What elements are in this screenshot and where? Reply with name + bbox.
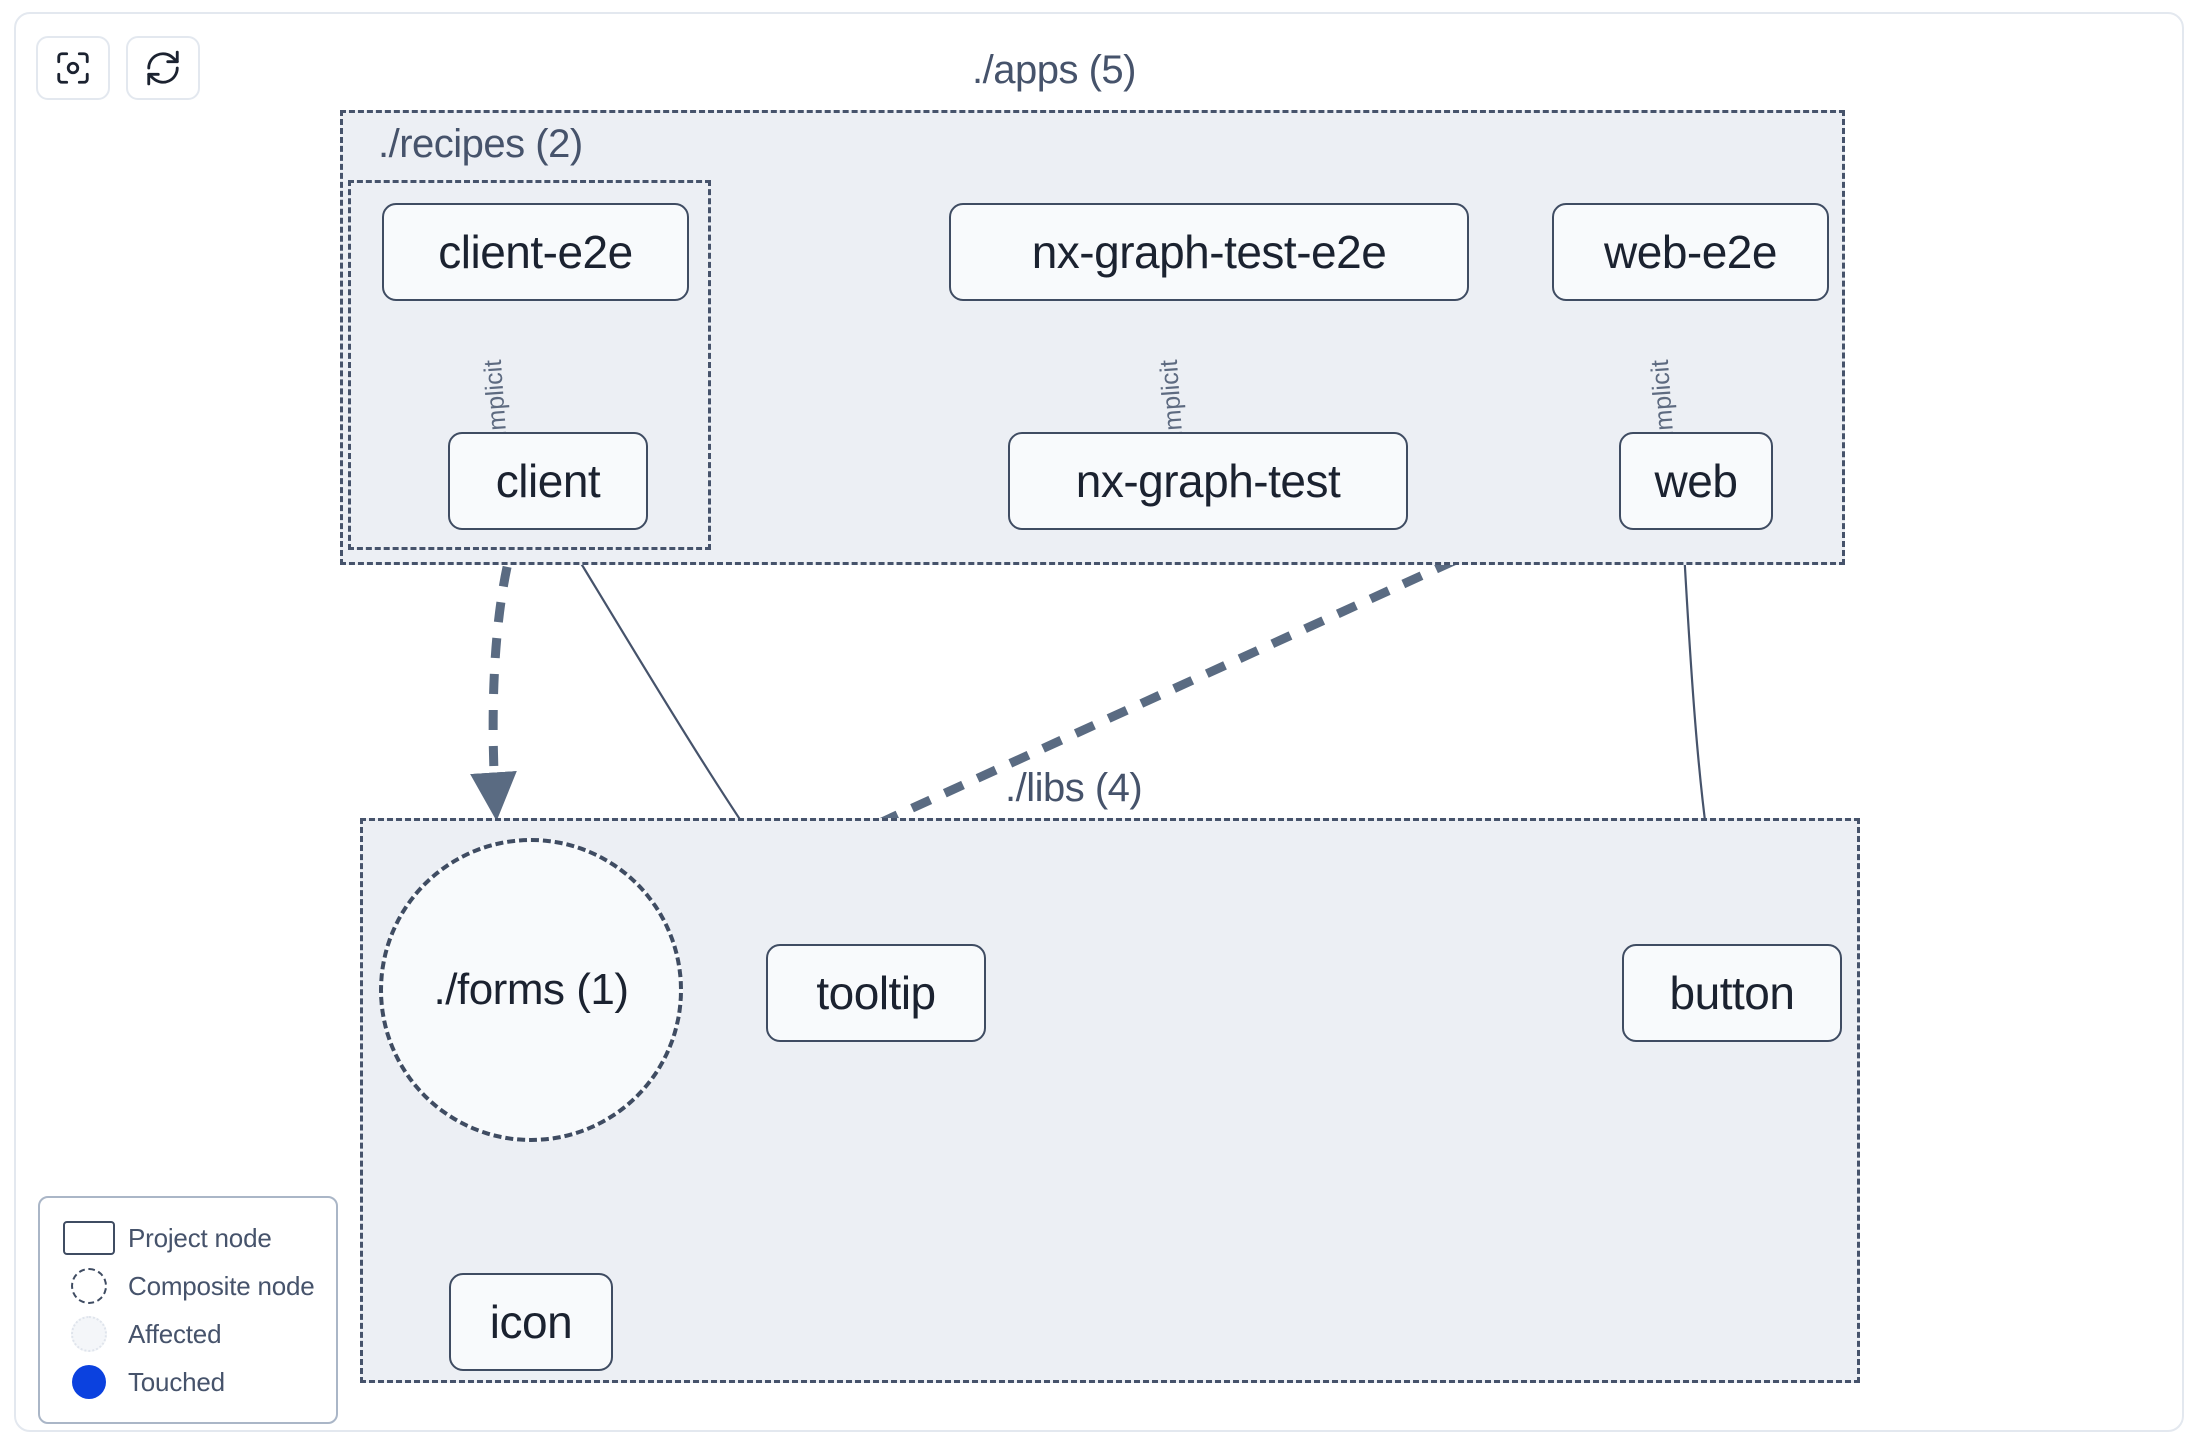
project-node-label: nx-graph-test-e2e — [1031, 226, 1387, 278]
project-node-label: web-e2e — [1604, 226, 1777, 278]
legend-label: Project node — [128, 1222, 272, 1253]
project-node-client[interactable]: client — [448, 432, 648, 530]
edge-client-to-forms — [470, 530, 521, 821]
project-node-nx-graph-test[interactable]: nx-graph-test — [1008, 432, 1408, 530]
composite-node-swatch — [58, 1268, 120, 1304]
project-node-icon[interactable]: icon — [449, 1273, 613, 1371]
focus-target-icon — [54, 49, 92, 87]
graph-legend: Project node Composite node Affected Tou… — [38, 1196, 338, 1424]
touched-swatch — [58, 1365, 120, 1399]
project-node-label: icon — [489, 1296, 573, 1348]
legend-item-composite-node: Composite node — [58, 1262, 318, 1310]
project-node-label: web — [1654, 455, 1738, 507]
project-node-button[interactable]: button — [1622, 944, 1842, 1042]
legend-label: Touched — [128, 1366, 225, 1397]
focus-graph-button[interactable] — [36, 36, 110, 100]
legend-item-touched: Touched — [58, 1358, 318, 1406]
legend-label: Affected — [128, 1318, 222, 1349]
project-node-web-e2e[interactable]: web-e2e — [1552, 203, 1829, 301]
graph-toolbar — [36, 36, 200, 100]
affected-swatch — [58, 1316, 120, 1352]
project-node-label: tooltip — [816, 967, 936, 1019]
refresh-graph-button[interactable] — [126, 36, 200, 100]
project-node-client-e2e[interactable]: client-e2e — [382, 203, 689, 301]
project-node-label: client — [495, 455, 601, 507]
legend-item-affected: Affected — [58, 1310, 318, 1358]
project-node-nx-graph-test-e2e[interactable]: nx-graph-test-e2e — [949, 203, 1469, 301]
legend-label: Composite node — [128, 1270, 315, 1301]
project-node-label: button — [1669, 967, 1795, 1019]
project-node-tooltip[interactable]: tooltip — [766, 944, 986, 1042]
composite-node-forms[interactable]: ./forms (1) — [379, 838, 683, 1142]
project-node-swatch — [58, 1221, 120, 1255]
project-node-label: nx-graph-test — [1075, 455, 1341, 507]
legend-item-project-node: Project node — [58, 1214, 318, 1262]
refresh-icon — [144, 49, 182, 87]
project-node-web[interactable]: web — [1619, 432, 1773, 530]
project-node-label: client-e2e — [438, 226, 633, 278]
composite-node-label: ./forms (1) — [433, 965, 629, 1014]
